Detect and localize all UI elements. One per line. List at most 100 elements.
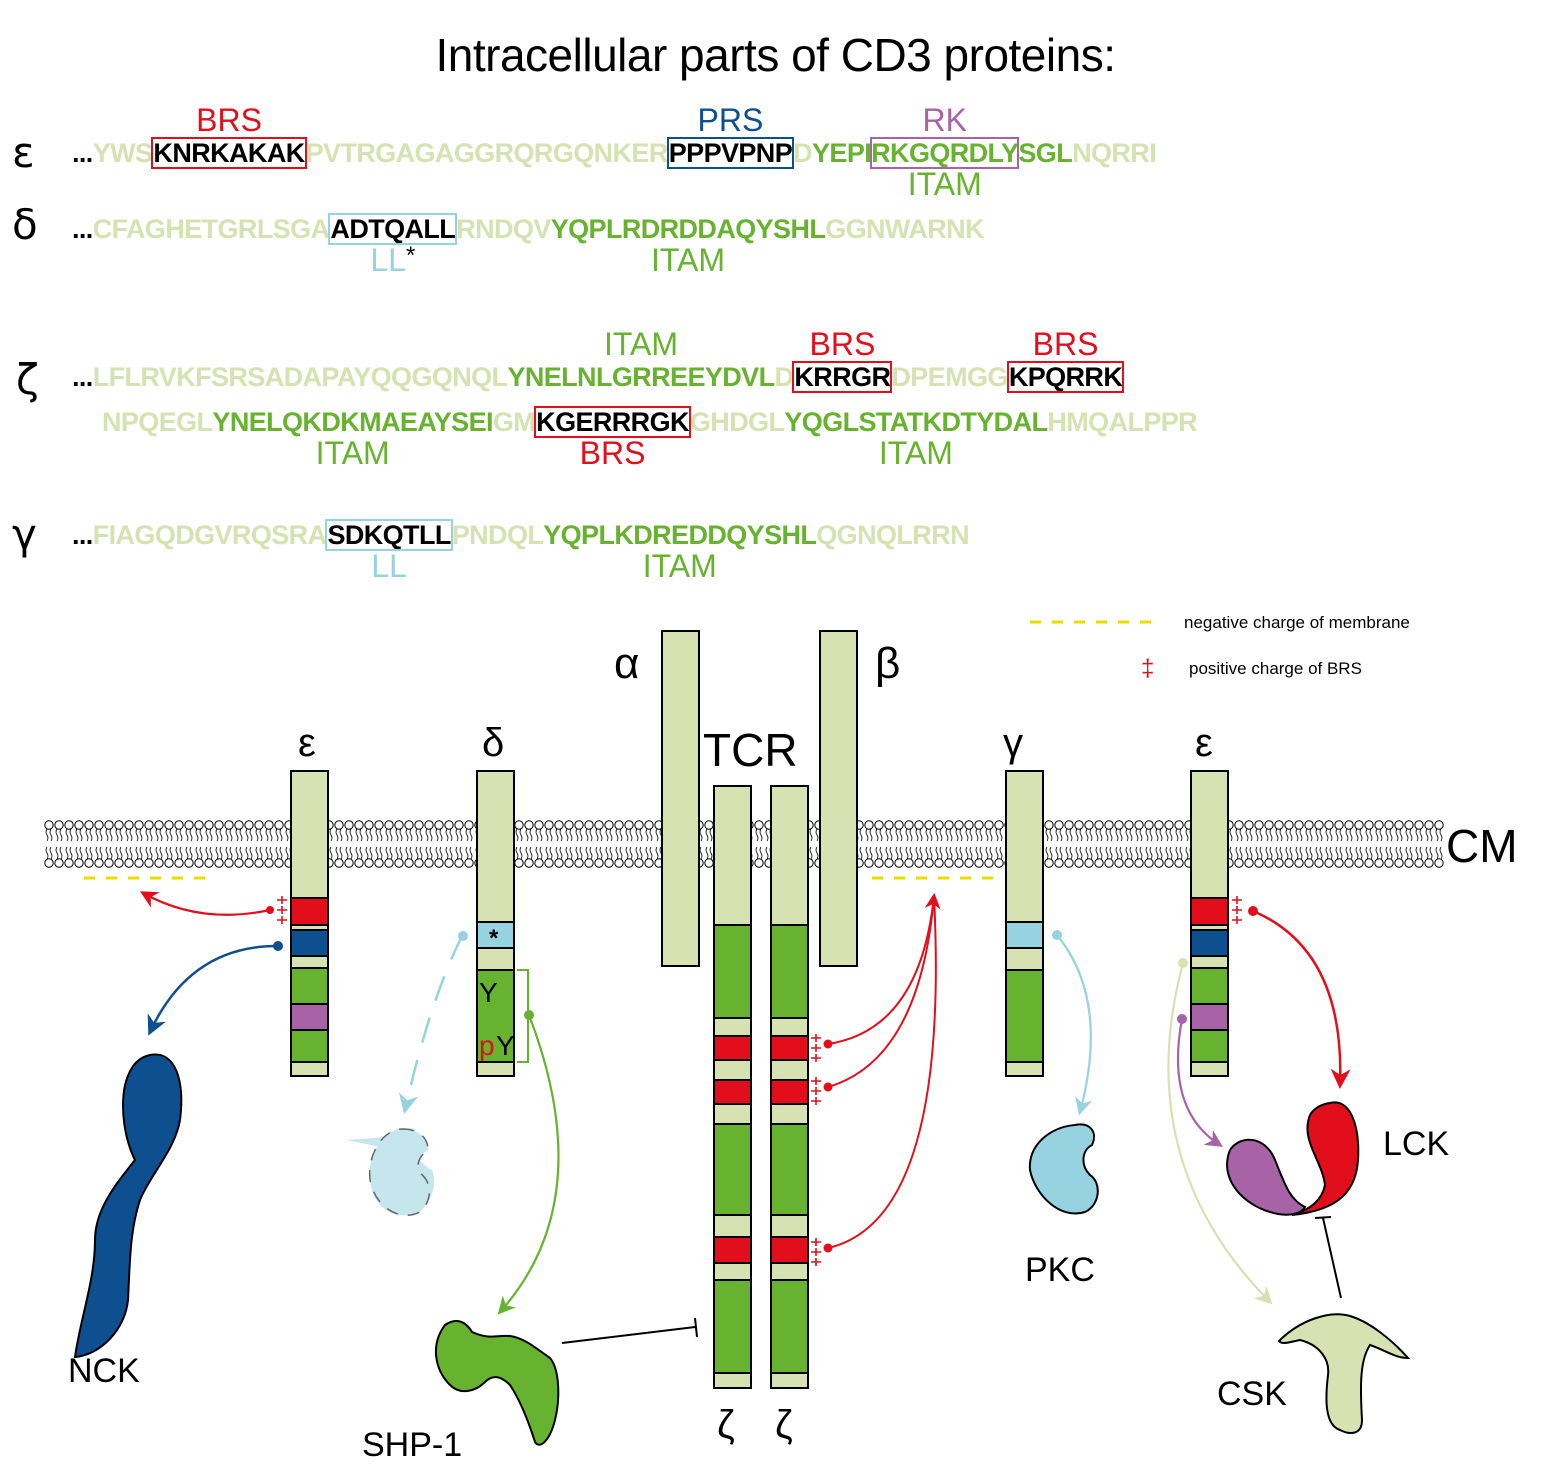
cd3-epsilon-right-segment [1190, 955, 1229, 969]
cell-membrane [44, 820, 1444, 868]
sequence-chain-label: δ [12, 200, 38, 249]
sequence-segment-dim: D [774, 362, 794, 392]
zeta-chain-left-segment [713, 924, 752, 1019]
arrow-eps-brs-membrane [139, 891, 271, 916]
sequence-segment-dim: FIAGQDGVRQSRA [92, 520, 327, 550]
arrow-origin-dot [1052, 930, 1062, 940]
cd3-gamma-segment [1005, 921, 1044, 949]
arrow-zeta-brs1-membrane [827, 892, 941, 1045]
annotation-itam: ITAM [316, 435, 390, 472]
zeta-chain-right-segment [770, 1372, 809, 1389]
cd3-epsilon-right [1190, 770, 1229, 1077]
annotation-asterisk: * [405, 242, 416, 269]
cd3-gamma-segment [1005, 969, 1044, 1063]
delta-phospho-p: p [479, 1030, 495, 1061]
delta-tyrosine: Y [479, 977, 498, 1008]
zeta-chain-right-segment [770, 1017, 809, 1037]
zeta-chain-left-segment [713, 1279, 752, 1374]
beta-label: β [875, 639, 900, 688]
delta-asterisk: * [489, 925, 499, 952]
sequence-segment-dim: GM [492, 407, 536, 437]
cd3-epsilon-left-segment [290, 924, 329, 931]
motif-prs: PPPVPNP [666, 137, 795, 169]
cd3-epsilon-left-segment [290, 1061, 329, 1077]
chain-label-zeta-left: ζ [717, 1403, 735, 1447]
arrow-origin-dot [1177, 1014, 1187, 1024]
cd3-epsilon-left-segment [290, 955, 329, 969]
shp1-label: SHP-1 [362, 1426, 462, 1464]
nck-protein [73, 1053, 183, 1359]
cd3-delta-segment [476, 1061, 515, 1077]
sequence-segment-dim: CFAGHETGRLSGA [92, 214, 330, 244]
annotation-itam: ITAM [908, 166, 982, 203]
tcr-label: TCR [703, 724, 798, 776]
motif-brs: KNRKAKAK [151, 137, 307, 169]
sequence-segment-dots: ... [72, 214, 93, 244]
annotation-ll: LL* [370, 242, 415, 279]
tcr-alpha-chain [661, 630, 700, 967]
cd3-epsilon-left-segment [290, 897, 329, 926]
pkc-protein [1028, 1123, 1099, 1215]
sequence-line: ...LFLRVKFSRSADAPAYQQGQNQLYNELNLGRREEYDV… [72, 361, 1125, 393]
zeta-chain-right-segment [770, 785, 809, 926]
arrow-origin-dot [273, 941, 283, 951]
arrow-origin-dot [823, 1039, 833, 1049]
annotation-label: BRS [809, 326, 876, 362]
cd3-epsilon-right-segment [1190, 1003, 1229, 1031]
lck-label: LCK [1383, 1125, 1449, 1163]
sequence-segment-dim: PVTRGAGAGGRQRGQNKER [305, 138, 669, 168]
annotation-label: ITAM [642, 548, 717, 584]
sequence-line: ...CFAGHETGRLSGAADTQALLRNDQVYQPLRDRDDAQY… [72, 213, 985, 245]
motif-rk: RKGQRDLY [870, 137, 1020, 169]
cd3-epsilon-left-segment [290, 967, 329, 1005]
motif-ll: SDKQTLL [325, 519, 453, 551]
zeta-chain-left-segment [713, 1059, 752, 1081]
delta-itam-bracket [517, 969, 529, 1063]
motif-brs: KRRGR [792, 361, 893, 393]
chain-label-epsilon-right: ε [1195, 721, 1213, 765]
arrow-eps-rk-lck [1176, 1018, 1223, 1147]
annotation-label: BRS [196, 102, 262, 138]
chain-label-epsilon-left: ε [298, 721, 316, 765]
sequence-segment-dim: GGNWARNK [825, 214, 984, 244]
zeta-chain-left-segment [713, 1103, 752, 1125]
positive-charge-icon [811, 1034, 821, 1062]
zeta-chain-left-segment [713, 785, 752, 926]
arrow-delta-py-shp1 [497, 1014, 560, 1315]
zeta-chain-left [713, 785, 752, 1389]
cd3-epsilon-left-segment [290, 929, 329, 957]
cd3-epsilon-right-segment [1190, 924, 1229, 931]
cd3-delta-segment [476, 969, 515, 1063]
membrane-label: CM [1446, 820, 1518, 872]
tcr-beta-chain [819, 630, 858, 967]
arrow-zeta-brs2-membrane [827, 895, 935, 1088]
arrow-eps-csk [1167, 962, 1273, 1305]
zeta-chain-right [770, 785, 809, 1389]
sequence-segment-bright: YQGLSTATKDTYDAL [784, 407, 1048, 437]
zeta-chain-right-segment [770, 1279, 809, 1374]
sequence-segment-dim: RNDQV [456, 214, 551, 244]
annotation-brs: BRS [580, 435, 646, 472]
annotation-label: LL [371, 548, 407, 584]
cd3-gamma-segment [1005, 770, 1044, 923]
lck-kinase-lobe [1291, 1101, 1360, 1216]
sequence-segment-dots: ... [72, 362, 93, 392]
zeta-chain-right-segment [770, 1059, 809, 1081]
cd3-gamma [1005, 770, 1044, 1077]
annotation-label: BRS [579, 435, 646, 471]
arrows [139, 891, 1351, 1344]
figure-title: Intracellular parts of CD3 proteins: [435, 29, 1116, 81]
cd3-epsilon-right-segment [1190, 967, 1229, 1005]
annotation-itam: ITAM [643, 548, 717, 585]
arrow-gamma-ll-pkc [1056, 934, 1093, 1116]
legend-positive-swatch: ‡ [1141, 655, 1154, 682]
cd3-epsilon-left-segment [290, 1029, 329, 1063]
annotation-prs: PRS [698, 102, 764, 139]
arrow-origin-dot [458, 931, 468, 941]
annotation-brs: BRS [809, 326, 875, 363]
zeta-chain-left-segment [713, 1123, 752, 1216]
arrow-eps-prs-nck [147, 944, 278, 1036]
sequence-segment-bright: SGL [1018, 138, 1073, 168]
arrow-delta-ll-pkc-dashed [398, 935, 464, 1114]
sequence-segment-dim: NPQEGL [102, 407, 213, 437]
